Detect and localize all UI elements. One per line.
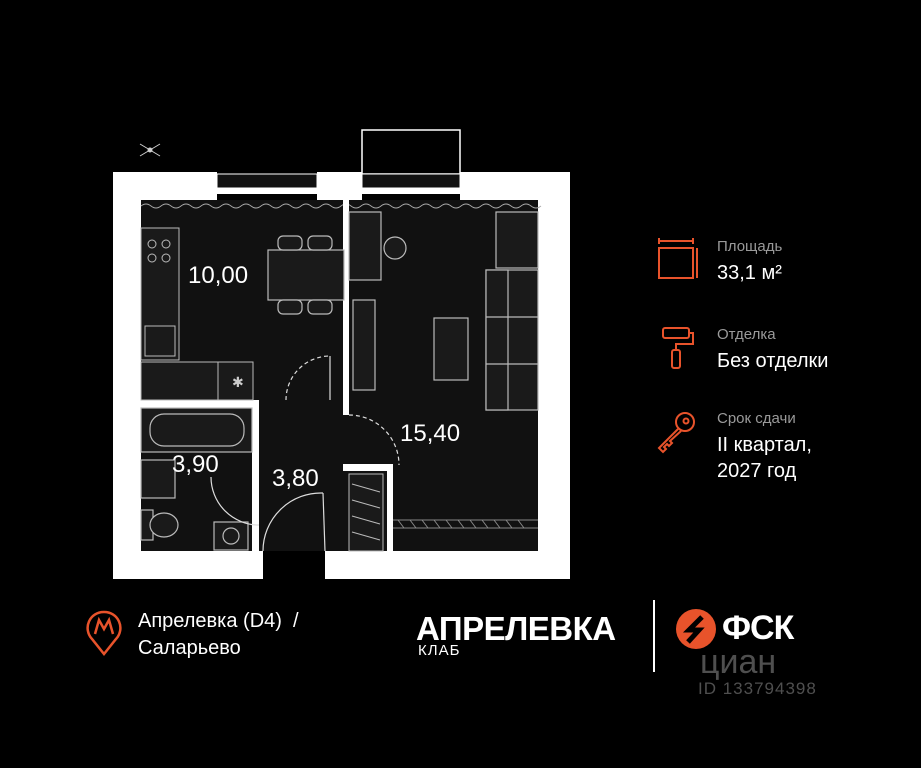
delivery-year: 2027 год (717, 460, 797, 482)
brand-divider (653, 600, 655, 672)
metro-stations: Апрелевка (D4) / Саларьево (138, 608, 299, 662)
developer-name: ФСК (722, 609, 794, 647)
key-icon (657, 412, 695, 454)
doors (210, 355, 400, 552)
metro-station-2: Саларьево (138, 637, 241, 659)
finish-label: Отделка (717, 326, 776, 343)
delivery-quarter: II квартал, (717, 434, 812, 456)
room-area-hall: 3,80 (272, 465, 319, 492)
metro-icon (86, 610, 122, 656)
fridge-icon: ✱ (232, 375, 244, 391)
room-area-kitchen: 10,00 (188, 262, 249, 289)
area-plan-icon (658, 238, 698, 279)
delivery-value: II квартал, 2027 год (717, 432, 812, 484)
interior-walls (141, 200, 393, 551)
sink (140, 459, 176, 499)
bathtub (140, 407, 253, 453)
kitchen-counter (140, 227, 254, 401)
toilet (140, 509, 179, 541)
room-area-bathroom: 3,90 (172, 451, 219, 478)
outer-walls (113, 172, 570, 579)
radiator-hatch (397, 519, 525, 529)
windows (216, 129, 461, 194)
brand-title: АПРЕЛЕВКА (416, 610, 616, 647)
brand-subtitle: КЛАБ (418, 642, 461, 659)
wardrobe (348, 473, 384, 552)
curtain-line (140, 203, 542, 209)
fsk-logo-icon (676, 609, 716, 649)
area-label: Площадь (717, 238, 783, 255)
watermark-name: циан (700, 643, 777, 681)
area-value: 33,1 м² (717, 262, 782, 284)
dining-table (267, 235, 345, 315)
sofa (433, 269, 539, 411)
delivery-label: Срок сдачи (717, 410, 796, 427)
compass-icon (139, 143, 161, 157)
desk (348, 211, 539, 391)
watermark-id: ID 133794398 (698, 679, 817, 698)
room-area-living: 15,40 (400, 420, 461, 447)
floor-plan: ✱ (113, 129, 570, 579)
washing-machine (213, 521, 249, 551)
metro-station-1: Апрелевка (D4) / (138, 610, 299, 632)
radiator-line (393, 519, 538, 529)
paint-roller-icon (662, 327, 694, 369)
finish-value: Без отделки (717, 350, 829, 372)
door-frames (252, 460, 329, 579)
